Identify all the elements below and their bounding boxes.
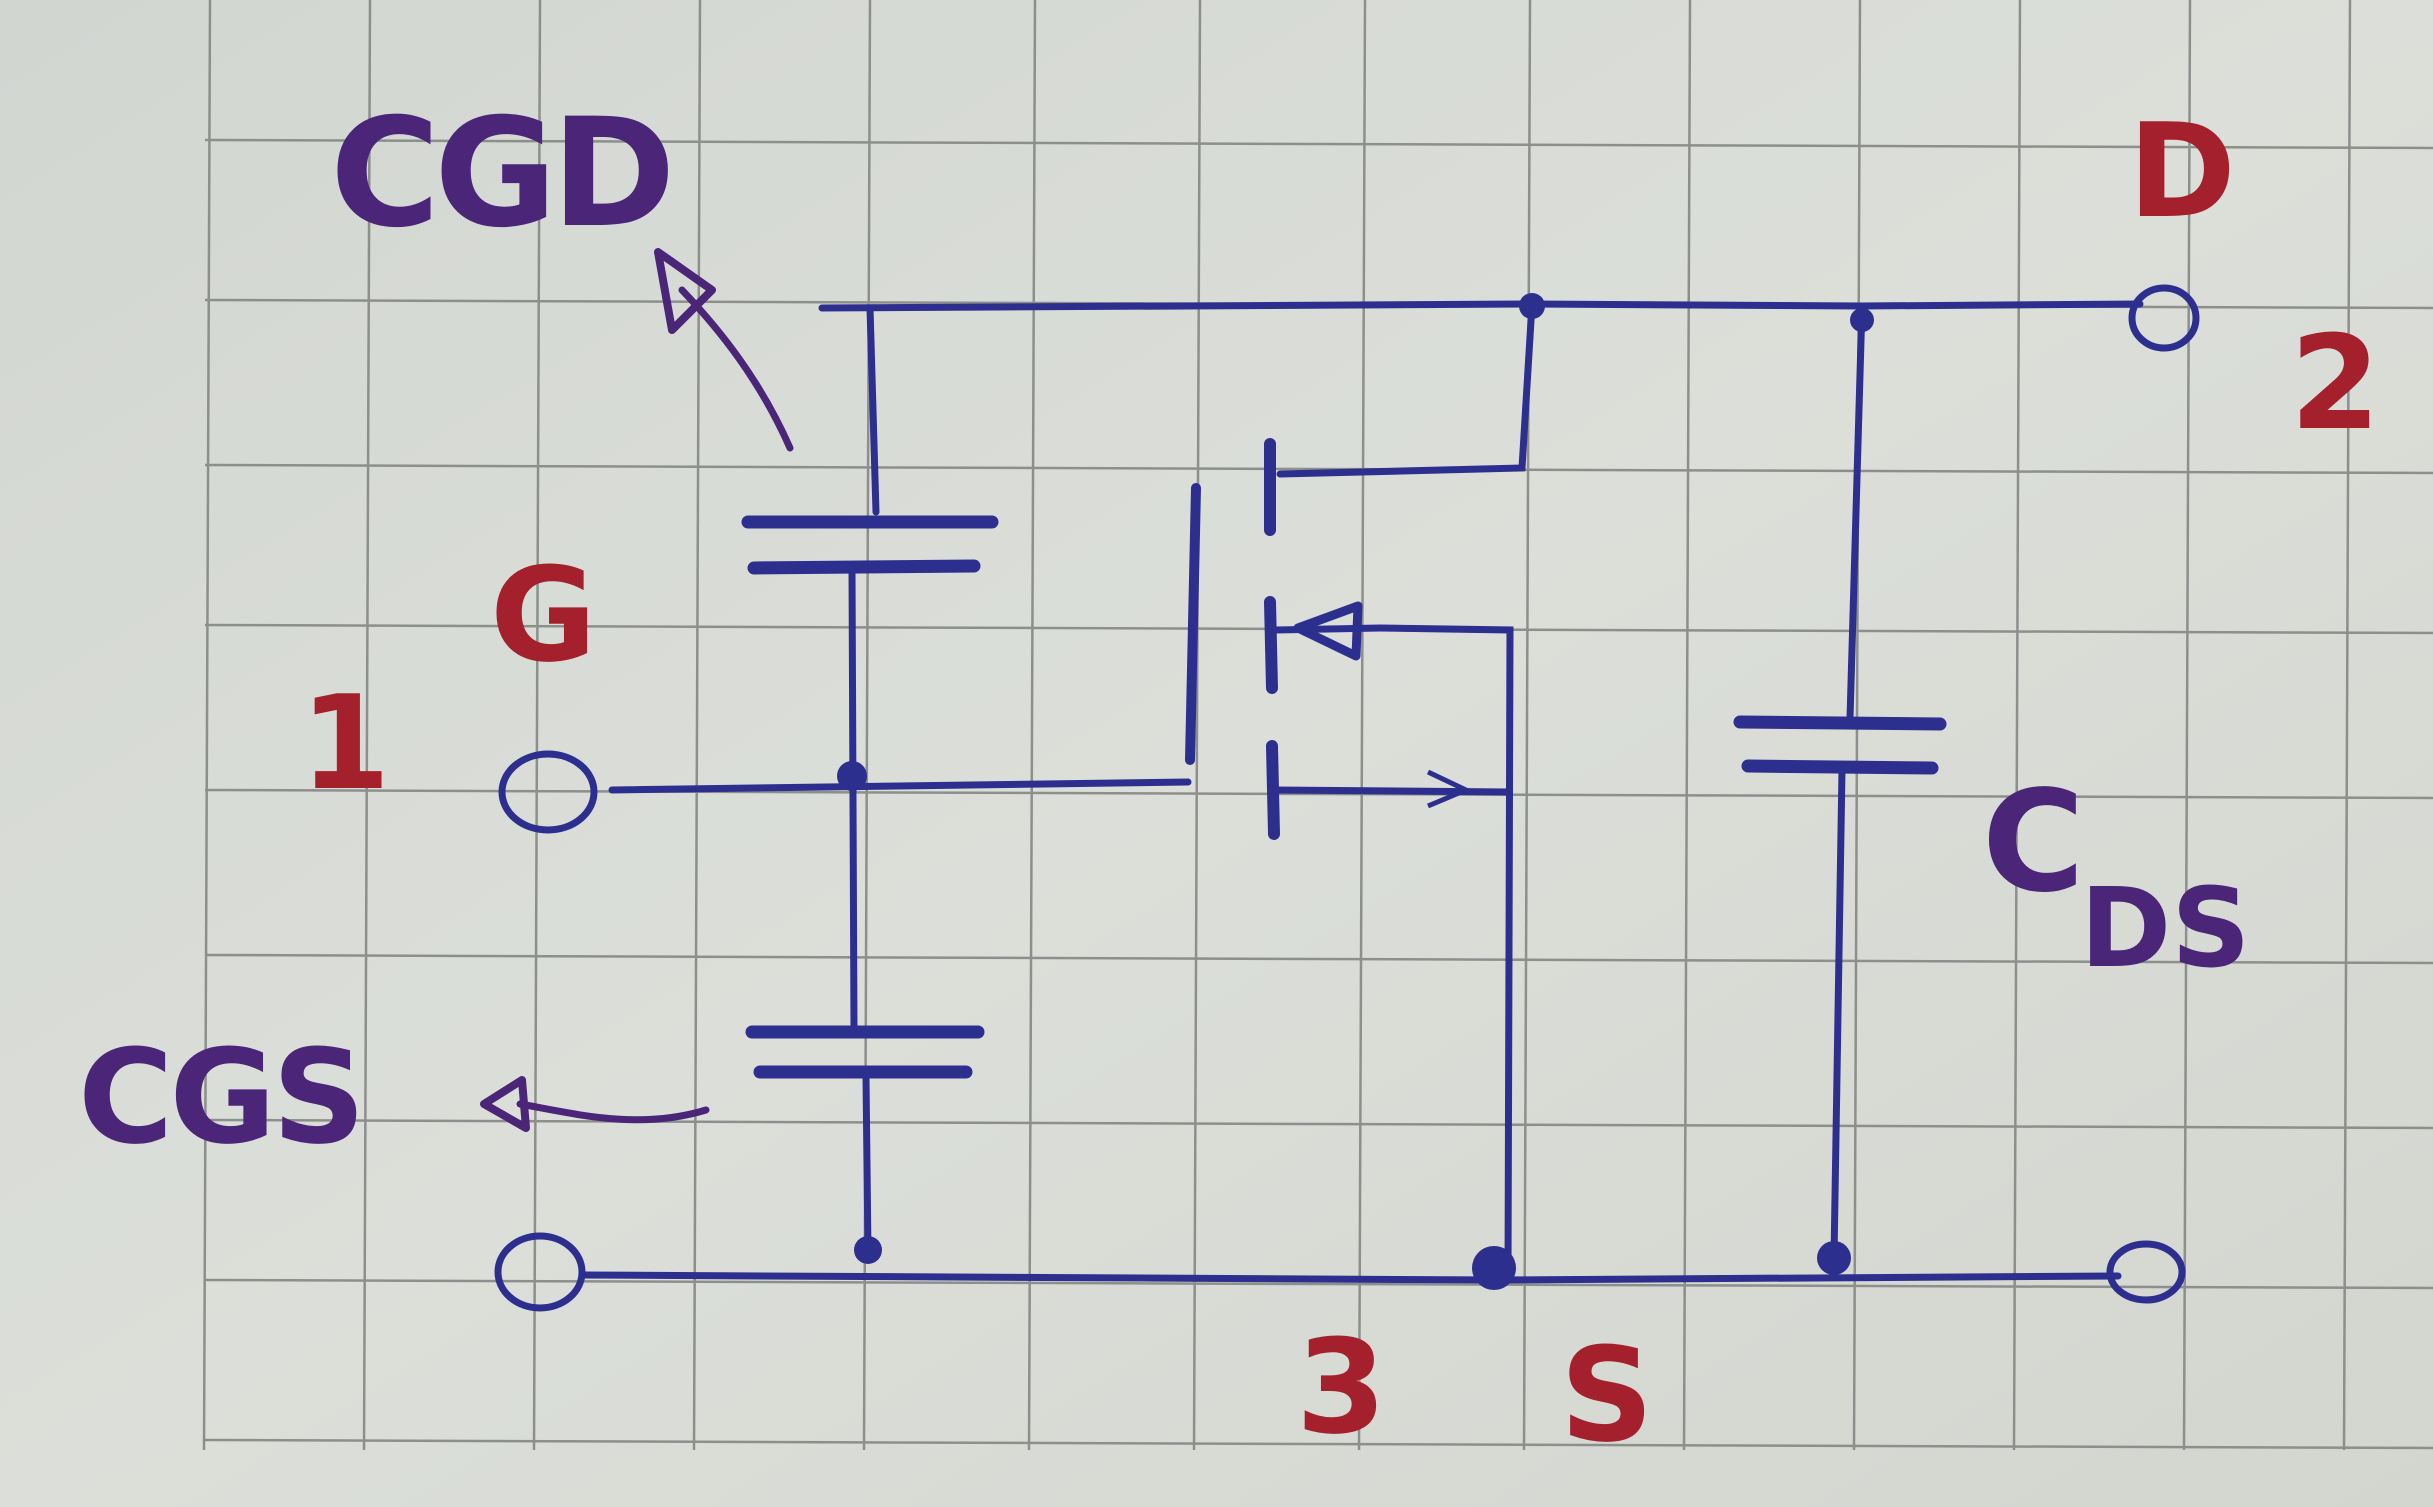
drain-terminal <box>2128 284 2200 352</box>
grid-line-vertical <box>1192 0 1202 1451</box>
grid-line-vertical <box>202 0 212 1451</box>
label-source: S <box>1560 1319 1654 1471</box>
mosfet-body-wire <box>1270 786 1512 796</box>
grid-line-horizontal <box>204 138 2433 150</box>
mosfet-source-tick <box>1426 769 1473 809</box>
gate-vertical-wire <box>848 566 858 1034</box>
label-cds-main: C <box>1982 761 2085 924</box>
mosfet-symbol <box>1185 438 1384 840</box>
capacitor-cgs <box>745 1025 985 1079</box>
grid-line-vertical <box>1522 0 1532 1451</box>
cds-bottom-wire <box>1830 766 1846 1262</box>
capacitor-cds <box>1733 715 1947 775</box>
grid-line-vertical <box>362 0 372 1451</box>
label-cds-subscript: DS <box>2080 864 2251 992</box>
mosfet-source-segment <box>1266 740 1280 840</box>
circuit-wires <box>581 300 2144 1284</box>
grid-line-vertical <box>532 0 542 1451</box>
grid-line-horizontal <box>204 463 2433 475</box>
cgs-arrowhead <box>480 1076 530 1132</box>
grid-line-vertical <box>1027 0 1037 1451</box>
mosfet-source-wire <box>1376 624 1514 1276</box>
label-pin-3: 3 <box>1296 1311 1386 1463</box>
grid-line-vertical <box>692 0 702 1451</box>
label-gate: G <box>490 539 597 691</box>
cgd-arrowhead <box>654 248 716 334</box>
drain-drop-wire <box>1276 300 1536 478</box>
source-terminal-right <box>2106 1240 2186 1304</box>
grid-line-horizontal <box>204 1278 2433 1290</box>
grid-line-vertical <box>2342 0 2352 1451</box>
mosfet-body-arrow <box>1293 601 1363 661</box>
label-drain: D <box>2128 95 2236 247</box>
source-bus-wire <box>581 1271 2122 1284</box>
source-terminal-left <box>494 1232 586 1312</box>
gate-wire <box>608 778 1192 794</box>
gate-terminal <box>498 750 598 834</box>
grid-line-vertical <box>1682 0 1692 1451</box>
grid-line-vertical <box>1357 0 1367 1451</box>
grid-line-horizontal <box>204 788 2433 800</box>
cgd-top-wire <box>866 304 880 516</box>
grid-line-horizontal <box>204 953 2433 965</box>
cds-top-wire <box>1846 302 1866 722</box>
drain-bus-wire <box>818 300 2144 312</box>
grid-line-vertical <box>2182 0 2192 1451</box>
terminals <box>494 284 2200 1312</box>
junction-dots <box>837 293 1874 1290</box>
label-pin-1: 1 <box>300 667 390 819</box>
cgs-bottom-wire <box>862 1074 872 1256</box>
cgs-pointer-arrow <box>516 1100 710 1124</box>
grid-line-horizontal <box>204 1438 2433 1450</box>
grid-line-horizontal <box>204 1118 2433 1130</box>
label-cgd: CGD <box>330 87 670 261</box>
label-cgs: CGS <box>78 1021 362 1173</box>
grid-line-vertical <box>2012 0 2022 1451</box>
label-pin-2: 2 <box>2290 307 2380 459</box>
mosfet-body-segment <box>1264 596 1278 694</box>
capacitor-cgd <box>741 515 999 575</box>
mosfet-gate-plate <box>1185 483 1201 765</box>
